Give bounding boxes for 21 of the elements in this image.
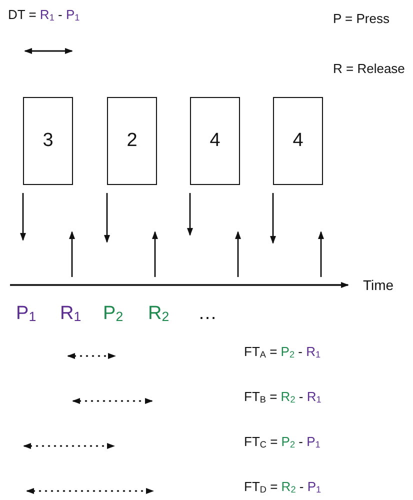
key-box [273,97,323,185]
key-box [107,97,157,185]
legend-text: R = Release [333,62,405,76]
event-label: P$_{2}$ [103,304,124,325]
legend-text: P = Press [333,12,390,26]
axis-label: Time [363,278,394,294]
event-label: R$_{2}$ [148,304,170,325]
key-number: 3 [42,130,54,152]
key-box [23,97,73,185]
key-box [190,97,240,185]
key-number: 4 [210,130,220,152]
formula-label: DT = R$_{1}$ - P$_{1}$ [8,8,80,22]
key-number: 4 [292,130,304,152]
formula-label: FT$_{D}$ = R$_{2}$ - P$_{1}$ [244,480,322,494]
formula-label: FT$_{C}$ = P$_{2}$ - P$_{1}$ [244,435,320,450]
ellipsis-label: … [198,304,217,325]
key-number: 2 [126,130,138,152]
event-label: R$_{1}$ [60,304,82,325]
formula-label: FT$_{B}$ = R$_{2}$ - R$_{1}$ [244,390,322,404]
formula-label: FT$_{A}$ = P$_{2}$ - R$_{1}$ [244,345,321,360]
event-label: P$_{1}$ [16,304,36,325]
